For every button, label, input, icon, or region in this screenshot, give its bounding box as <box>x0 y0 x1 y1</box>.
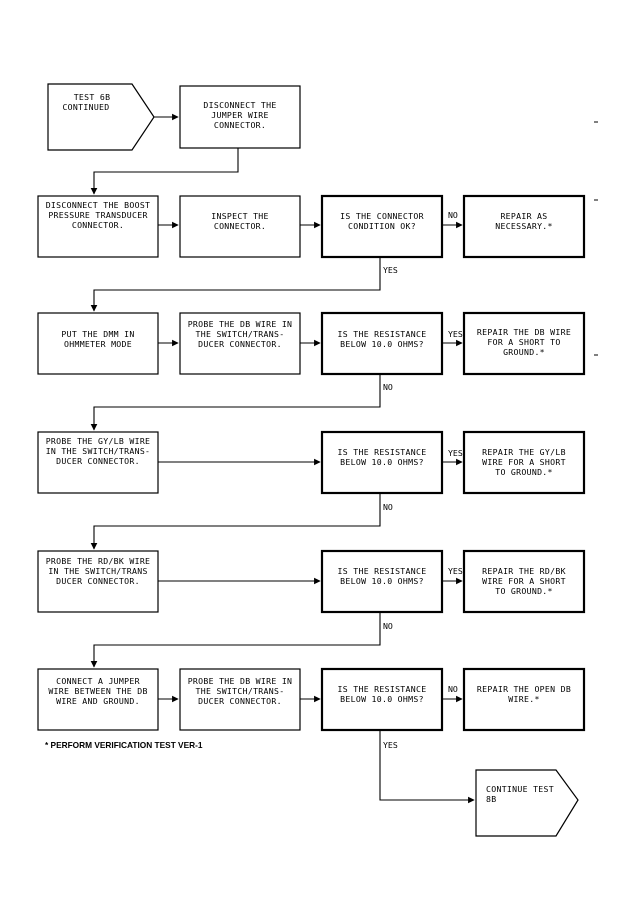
end-line: CONTINUE TEST <box>486 784 554 794</box>
box-text: IS THE RESISTANCE <box>338 684 427 694</box>
connector-arrow <box>90 612 381 668</box>
end-line: 8B <box>486 794 496 804</box>
box-text: PROBE THE DB WIRE IN <box>188 676 293 686</box>
box-text: IS THE RESISTANCE <box>338 447 427 457</box>
box-text: DUCER CONNECTOR. <box>56 456 140 466</box>
branch-label-yes: YES <box>383 740 398 750</box>
box-text: TO GROUND.* <box>495 586 553 596</box>
box-text: REPAIR AS <box>500 211 547 221</box>
box-text: WIRE BETWEEN THE DB <box>48 686 147 696</box>
box-text: CONNECTOR. <box>72 220 124 230</box>
branch-label-no: NO <box>383 502 393 512</box>
branch-label-no: NO <box>383 382 393 392</box>
box-text: DUCER CONNECTOR. <box>198 339 282 349</box>
box-text: PROBE THE RD/BK WIRE <box>46 556 151 566</box>
box-text: DUCER CONNECTOR. <box>198 696 282 706</box>
box-put-dmm: PUT THE DMM IN OHMMETER MODE <box>37 312 159 375</box>
branch-label-no: NO <box>448 210 458 220</box>
decision-resistance-3: IS THE RESISTANCE BELOW 10.0 OHMS? <box>320 549 444 614</box>
box-text: REPAIR THE DB WIRE <box>477 327 571 337</box>
start-line: CONTINUED <box>62 102 109 112</box>
box-probe-db-2: PROBE THE DB WIRE IN THE SWITCH/TRANS- D… <box>179 668 301 731</box>
box-text: IS THE RESISTANCE <box>338 566 427 576</box>
box-repair-open-db: REPAIR THE OPEN DB WIRE.* <box>462 667 586 732</box>
box-text: BELOW 10.0 OHMS? <box>340 457 424 467</box>
box-connect-jumper: CONNECT A JUMPER WIRE BETWEEN THE DB WIR… <box>37 668 159 731</box>
box-text: PRESSURE TRANSDUCER <box>48 210 147 220</box>
box-text: BELOW 10.0 OHMS? <box>340 339 424 349</box>
branch-label-no: NO <box>383 621 393 631</box>
start-line: TEST 6B <box>74 92 111 102</box>
box-text: PROBE THE GY/LB WIRE <box>46 436 151 446</box>
box-disconnect-boost: DISCONNECT THE BOOST PRESSURE TRANSDUCER… <box>37 195 159 258</box>
box-text: WIRE FOR A SHORT <box>482 457 566 467</box>
box-text: WIRE.* <box>508 694 539 704</box>
box-text: TO GROUND.* <box>495 467 553 477</box>
box-text: CONNECTOR. <box>214 120 266 130</box>
box-disconnect-jumper: DISCONNECT THE JUMPER WIRE CONNECTOR. <box>179 85 301 149</box>
box-text: PUT THE DMM IN <box>61 329 134 339</box>
box-text: REPAIR THE OPEN DB <box>477 684 571 694</box>
box-probe-rdbk: PROBE THE RD/BK WIRE IN THE SWITCH/TRANS… <box>37 550 159 613</box>
decision-resistance-2: IS THE RESISTANCE BELOW 10.0 OHMS? <box>320 430 444 495</box>
start-arrow-test-6b: TEST 6B CONTINUED <box>47 83 155 151</box>
box-text: NECESSARY.* <box>495 221 553 231</box>
box-repair-rdbk: REPAIR THE RD/BK WIRE FOR A SHORT TO GRO… <box>462 549 586 614</box>
connector-arrow <box>90 148 239 195</box>
box-repair-db-short: REPAIR THE DB WIRE FOR A SHORT TO GROUND… <box>462 311 586 376</box>
connector-arrow <box>90 257 381 312</box>
box-text: WIRE FOR A SHORT <box>482 576 566 586</box>
box-text: CONNECT A JUMPER <box>56 676 140 686</box>
end-arrow-continue-test-8b: CONTINUE TEST 8B <box>475 769 579 837</box>
branch-label-yes: YES <box>448 566 463 576</box>
box-text: DUCER CONNECTOR. <box>56 576 140 586</box>
box-text: DISCONNECT THE <box>203 100 276 110</box>
box-inspect-connector: INSPECT THE CONNECTOR. <box>179 195 301 258</box>
footnote: * PERFORM VERIFICATION TEST VER-1 <box>45 740 203 750</box>
branch-label-no: NO <box>448 684 458 694</box>
connector-arrow <box>90 493 381 550</box>
box-text: OHMMETER MODE <box>64 339 132 349</box>
branch-label-yes: YES <box>448 448 463 458</box>
box-text: FOR A SHORT TO <box>487 337 560 347</box>
box-text: THE SWITCH/TRANS- <box>196 686 285 696</box>
decision-resistance-4: IS THE RESISTANCE BELOW 10.0 OHMS? <box>320 667 444 732</box>
box-text: IN THE SWITCH/TRANS- <box>46 446 151 456</box>
box-text: GROUND.* <box>503 347 545 357</box>
box-text: CONNECTOR. <box>214 221 266 231</box>
box-text: REPAIR THE RD/BK <box>482 566 566 576</box>
branch-label-yes: YES <box>383 265 398 275</box>
branch-label-yes: YES <box>448 329 463 339</box>
box-text: IN THE SWITCH/TRANS <box>48 566 147 576</box>
box-text: JUMPER WIRE <box>211 110 269 120</box>
box-text: BELOW 10.0 OHMS? <box>340 694 424 704</box>
decision-connector-ok: IS THE CONNECTOR CONDITION OK? <box>320 194 444 259</box>
box-text: PROBE THE DB WIRE IN <box>188 319 293 329</box>
box-text: IS THE CONNECTOR <box>340 211 424 221</box>
box-probe-gylb: PROBE THE GY/LB WIRE IN THE SWITCH/TRANS… <box>37 431 159 494</box>
box-text: INSPECT THE <box>211 211 269 221</box>
box-text: IS THE RESISTANCE <box>338 329 427 339</box>
box-text: CONDITION OK? <box>348 221 416 231</box>
connector-arrow <box>90 374 381 431</box>
box-text: DISCONNECT THE BOOST <box>46 200 151 210</box>
decision-resistance-1: IS THE RESISTANCE BELOW 10.0 OHMS? <box>320 311 444 376</box>
box-text: THE SWITCH/TRANS- <box>196 329 285 339</box>
box-probe-db-1: PROBE THE DB WIRE IN THE SWITCH/TRANS- D… <box>179 312 301 375</box>
box-text: WIRE AND GROUND. <box>56 696 140 706</box>
box-repair-gylb: REPAIR THE GY/LB WIRE FOR A SHORT TO GRO… <box>462 430 586 495</box>
box-text: BELOW 10.0 OHMS? <box>340 576 424 586</box>
box-text: REPAIR THE GY/LB <box>482 447 566 457</box>
box-repair-necessary: REPAIR AS NECESSARY.* <box>462 194 586 259</box>
connector-arrow <box>379 730 475 804</box>
